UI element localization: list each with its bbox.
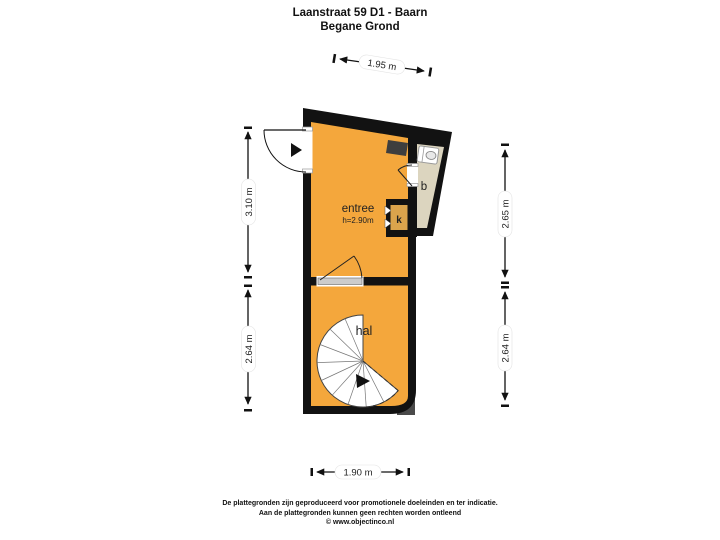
hal-label: hal	[356, 324, 373, 338]
footer-disclaimer: De plattegronden zijn geproduceerd voor …	[0, 499, 720, 528]
stair-direction-arrow-icon	[356, 374, 370, 388]
dimension-bottom-value: 1.90 m	[343, 468, 372, 479]
entrance-door	[263, 126, 313, 174]
credit-line: © www.objectinco.nl	[325, 519, 395, 526]
dimension-right-lower: 2.64 m	[497, 286, 513, 407]
dimension-right-lower-value: 2.64 m	[501, 333, 512, 362]
dimension-left-upper-value: 3.10 m	[244, 187, 255, 216]
closet-label: k	[396, 215, 402, 226]
entree-height-label: h=2.90m	[342, 216, 374, 225]
dimension-top-value: 1.95 m	[367, 58, 398, 74]
dimension-right-upper-value: 2.65 m	[501, 199, 512, 228]
disclaimer-line1: De plattegronden zijn geproduceerd voor …	[222, 500, 498, 507]
address-title: Laanstraat 59 D1 - Baarn	[292, 7, 428, 19]
entrance-arrow-icon	[291, 143, 302, 157]
dimension-top: 1.95 m	[332, 53, 433, 77]
entree-label: entree	[342, 203, 375, 215]
closet: k	[384, 199, 417, 237]
page-title: Laanstraat 59 D1 - Baarn Begane Grond	[0, 6, 720, 34]
floor-title: Begane Grond	[320, 21, 400, 33]
dimension-bottom: 1.90 m	[310, 464, 410, 480]
bathroom-door	[397, 163, 419, 187]
dimension-left-lower: 2.64 m	[241, 284, 256, 412]
bathroom-label: b	[421, 181, 427, 193]
dimension-right-upper: 2.65 m	[497, 143, 513, 284]
disclaimer-line2: Aan de plattegronden kunnen geen rechten…	[258, 509, 462, 517]
interior-wall-door	[308, 255, 416, 287]
toilet-icon	[416, 145, 440, 165]
dimension-left-upper: 3.10 m	[241, 126, 256, 279]
bathroom-floor	[417, 144, 444, 228]
meter-cabinet	[386, 140, 408, 156]
dimension-left-lower-value: 2.64 m	[244, 334, 255, 363]
spiral-staircase	[316, 314, 399, 408]
